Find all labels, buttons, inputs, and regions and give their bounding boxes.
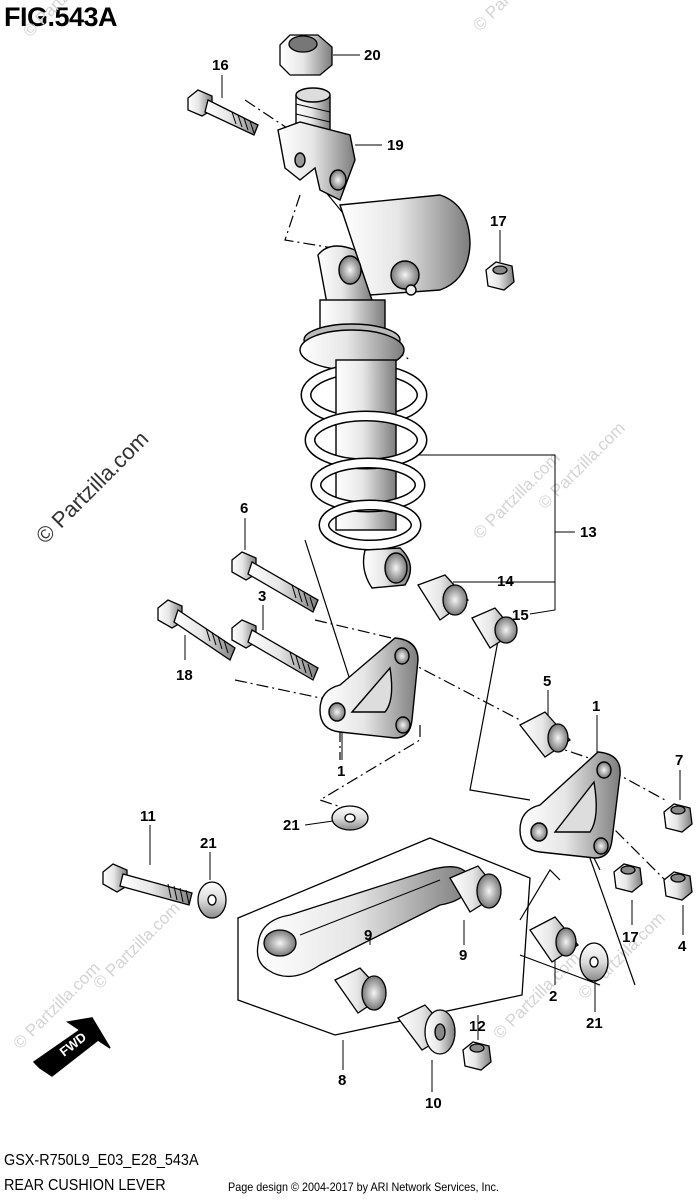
callout-21-left: 21 — [200, 835, 217, 852]
callout-7: 7 — [675, 752, 683, 769]
callout-9-left: 9 — [364, 927, 372, 944]
callout-3: 3 — [258, 588, 266, 605]
callout-21-middle: 21 — [283, 817, 300, 834]
watermark-text: © Partzilla.com — [19, 0, 113, 41]
part-1-right-lever-plate — [519, 751, 621, 859]
part-9-bearing-lower — [334, 967, 387, 1014]
part-6-bolt — [231, 551, 319, 613]
callout-labels: 20 16 19 17 13 6 14 3 15 18 5 1 1 7 21 1… — [140, 47, 687, 1112]
part-9-bearing-upper — [449, 865, 502, 913]
part-21-washer-right — [579, 942, 609, 982]
figure-title: FIG.543A — [4, 2, 118, 32]
watermark-text: © Partzilla.com — [489, 948, 583, 1042]
part-10-collar — [397, 1004, 456, 1055]
part-15-bushing — [471, 607, 518, 649]
callout-12: 12 — [469, 1018, 486, 1035]
callout-11: 11 — [140, 808, 156, 825]
callout-8: 8 — [338, 1072, 346, 1089]
callout-6: 6 — [240, 500, 248, 517]
part-21-washer-middle — [331, 805, 369, 831]
callout-17-lower: 17 — [622, 929, 639, 946]
leader-lines — [149, 54, 684, 1092]
callout-9-right: 9 — [459, 947, 467, 964]
part-12-nut — [462, 1041, 492, 1071]
part-13-rear-shock — [299, 194, 471, 589]
part-14-bushing — [417, 574, 469, 621]
callout-21-right: 21 — [586, 1015, 603, 1032]
part-18-bolt — [157, 599, 236, 661]
partzilla-watermark: © Partzilla.com — [31, 426, 154, 549]
model-code: GSX-R750L9_E03_E28_543A — [4, 1152, 199, 1169]
part-1-left-lever-plate — [319, 637, 419, 739]
part-8-cushion-rod — [237, 837, 531, 1036]
callout-16: 16 — [212, 57, 229, 74]
part-17-nut-lower — [613, 863, 643, 893]
callout-4: 4 — [678, 938, 687, 955]
part-16-bolt — [187, 89, 259, 136]
part-19-upper-mount — [277, 87, 356, 201]
callout-18: 18 — [176, 667, 193, 684]
part-2-spacer — [529, 916, 579, 963]
callout-5: 5 — [543, 673, 551, 690]
watermark-text: © Partzilla.com — [469, 0, 563, 35]
part-4-nut — [663, 871, 693, 901]
part-3-bolt — [231, 619, 319, 681]
callout-10: 10 — [425, 1095, 442, 1112]
callout-13: 13 — [580, 524, 597, 541]
callout-20: 20 — [364, 47, 381, 64]
part-21-washer-left — [197, 881, 227, 919]
callout-1-right: 1 — [592, 698, 600, 715]
callout-19: 19 — [387, 137, 404, 154]
callout-17: 17 — [490, 213, 507, 230]
part-17-nut-upper — [485, 261, 515, 291]
copyright-notice: Page design © 2004-2017 by ARI Network S… — [228, 1180, 499, 1194]
callout-14: 14 — [497, 573, 514, 590]
section-name: REAR CUSHION LEVER — [4, 1177, 166, 1194]
part-11-bolt — [102, 863, 193, 906]
part-7-nut — [663, 803, 693, 833]
part-20-nut — [279, 34, 333, 76]
watermark-text: © Partzilla.com — [89, 898, 183, 992]
callout-15: 15 — [512, 607, 529, 624]
part-5-spacer — [519, 711, 571, 758]
callout-2: 2 — [549, 988, 557, 1005]
callout-1-left: 1 — [337, 763, 345, 780]
